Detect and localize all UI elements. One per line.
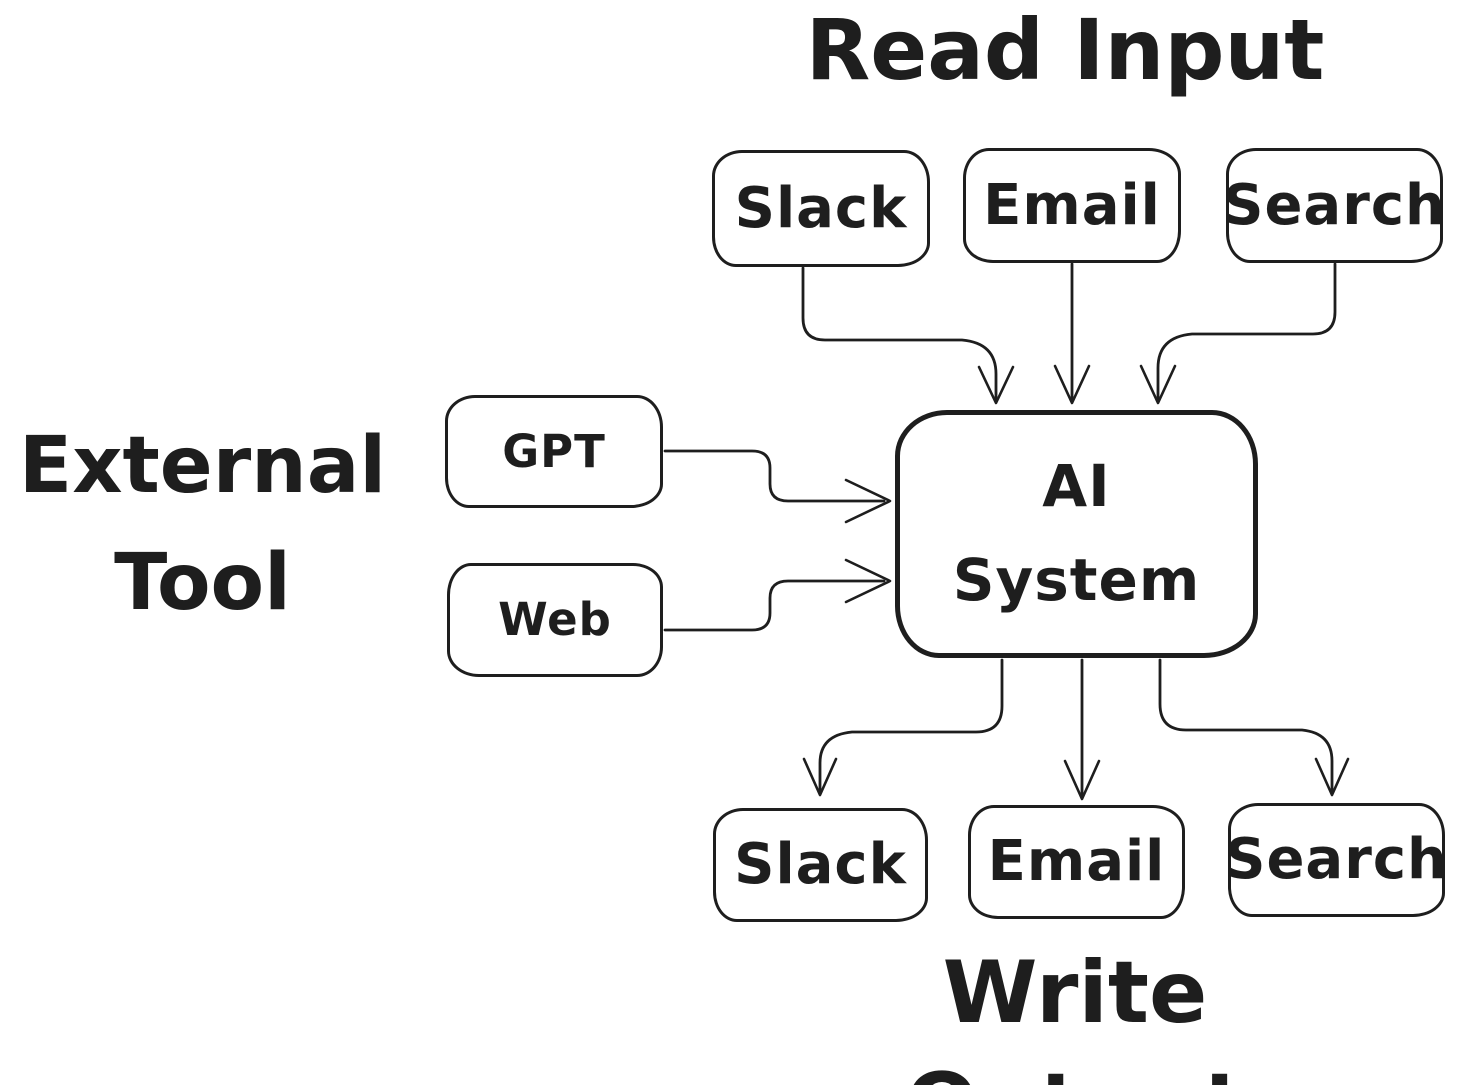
tool-node-web: Web: [447, 563, 663, 677]
arrow-input-slack-to-ai: [801, 266, 998, 401]
ai-system-node: AI System: [895, 410, 1258, 658]
input-node-slack-label: Slack: [734, 175, 908, 241]
output-node-email-label: Email: [987, 829, 1166, 895]
read-input-title: Read Input: [805, 1, 1325, 99]
arrowhead-input-search: [1139, 364, 1177, 405]
arrowhead-input-email: [1053, 364, 1091, 405]
input-node-search-label: Search: [1223, 172, 1446, 238]
output-node-search: Search: [1225, 803, 1448, 917]
output-node-slack: Slack: [713, 808, 928, 922]
input-node-email: Email: [963, 148, 1181, 263]
external-tool-title: External Tool: [18, 421, 387, 628]
input-node-search: Search: [1223, 148, 1446, 263]
arrow-input-search-to-ai: [1156, 262, 1337, 401]
input-node-slack: Slack: [712, 150, 930, 267]
arrowhead-web: [844, 558, 892, 604]
write-output-title: Write Output: [905, 943, 1244, 1085]
tool-node-gpt-label: GPT: [502, 424, 606, 478]
tool-node-web-label: Web: [498, 593, 612, 646]
arrowhead-output-slack: [802, 757, 838, 797]
ai-system-node-label: AI System: [952, 452, 1201, 614]
tool-node-gpt: GPT: [445, 395, 663, 508]
arrow-web-to-ai: [663, 579, 886, 632]
arrowhead-output-search: [1314, 757, 1350, 797]
arrowhead-input-slack: [977, 365, 1015, 405]
arrowhead-output-email: [1063, 759, 1101, 801]
output-node-search-label: Search: [1225, 827, 1448, 893]
arrow-ai-to-output-search: [1158, 658, 1334, 793]
arrow-gpt-to-ai: [663, 449, 886, 503]
output-node-slack-label: Slack: [734, 832, 907, 898]
arrowhead-gpt: [844, 478, 892, 524]
arrow-ai-to-output-slack: [818, 658, 1004, 793]
output-node-email: Email: [968, 805, 1185, 919]
input-node-email-label: Email: [983, 172, 1161, 238]
